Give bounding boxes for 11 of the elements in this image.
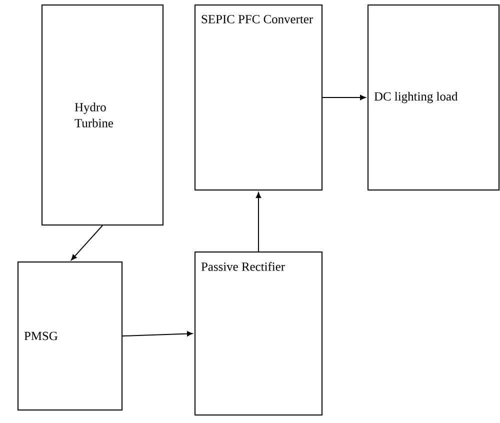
process-box: DC lighting load [368, 4, 500, 190]
box-label: PMSG [24, 332, 58, 340]
arrow [256, 192, 262, 252]
parallelogram-box [42, 4, 164, 226]
parallelogram-box [18, 262, 122, 410]
arrow [322, 94, 366, 100]
arrow [122, 331, 193, 336]
arrow [71, 225, 103, 260]
process-box: SEPIC PFC Converter [194, 4, 322, 190]
process-box: Passive Rectifier [194, 252, 322, 416]
box-label: Hydro Turbine [74, 102, 114, 128]
